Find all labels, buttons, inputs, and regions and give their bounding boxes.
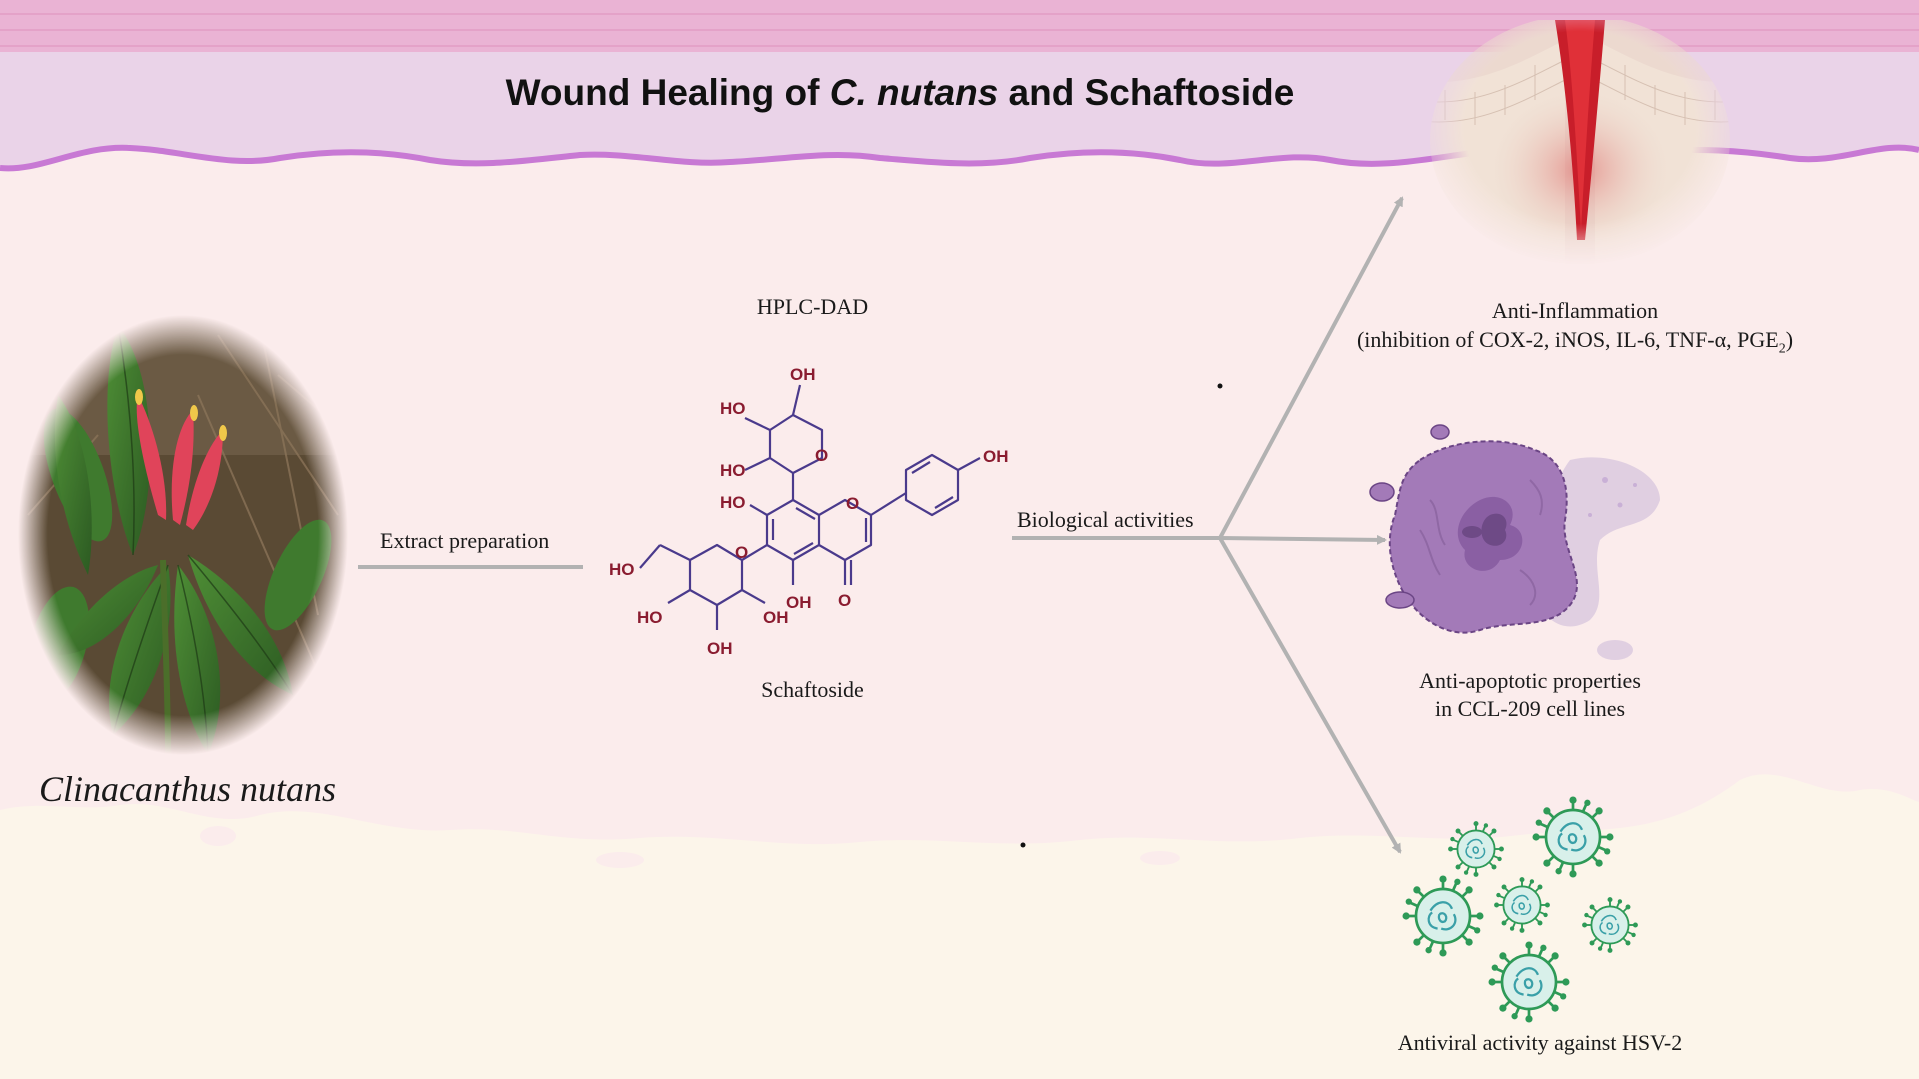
- apoptotic-cell-icon: [1369, 424, 1660, 660]
- hplc-label: HPLC-DAD: [756, 294, 869, 319]
- oh-label: OH: [707, 639, 733, 658]
- antiviral-label: Antiviral activity against HSV-2: [1397, 1030, 1683, 1055]
- anti-inflammation-title: Anti-Inflammation: [1491, 298, 1659, 323]
- virus-icon: [1447, 820, 1505, 878]
- plant-photo: [18, 315, 348, 755]
- compound-name: Schaftoside: [761, 677, 864, 702]
- ho-label: HO: [720, 493, 746, 512]
- virus-icon: [1493, 876, 1551, 934]
- oh-label: OH: [786, 593, 812, 612]
- virus-icon: [1401, 874, 1485, 958]
- anti-inflammation-detail: (inhibition of COX-2, iNOS, IL-6, TNF-α,…: [1356, 327, 1794, 357]
- ho-label: HO: [637, 608, 663, 627]
- bio-activities-label: Biological activities: [1017, 507, 1194, 532]
- o-label: O: [735, 543, 748, 562]
- ho-label: HO: [720, 399, 746, 418]
- extract-label: Extract preparation: [380, 528, 550, 553]
- o-label: O: [815, 446, 828, 465]
- oh-label: OH: [790, 365, 816, 384]
- plant-name: Clinacanthus nutans: [38, 769, 337, 809]
- ho-label: HO: [720, 461, 746, 480]
- schaftoside-structure: OH HO HO O HO O OH O OH O HO HO OH OH: [609, 365, 1009, 658]
- bottom-skin-layer: [0, 774, 1919, 1079]
- anti-apoptotic-line1: Anti-apoptotic properties: [1419, 668, 1641, 693]
- anti-apoptotic-line2: in CCL-209 cell lines: [1434, 696, 1626, 721]
- oh-label: OH: [983, 447, 1009, 466]
- virus-icon: [1487, 940, 1571, 1024]
- o-label: O: [838, 591, 851, 610]
- wound-icon: [1415, 20, 1735, 275]
- virus-icon: [1531, 795, 1615, 879]
- virus-icon: [1581, 896, 1639, 954]
- o-label: O: [846, 494, 859, 513]
- extract-arrow: [358, 565, 583, 569]
- ho-label: HO: [609, 560, 635, 579]
- oh-label: OH: [763, 608, 789, 627]
- page-title: Wound Healing of C. nutans and Schaftosi…: [505, 72, 1295, 113]
